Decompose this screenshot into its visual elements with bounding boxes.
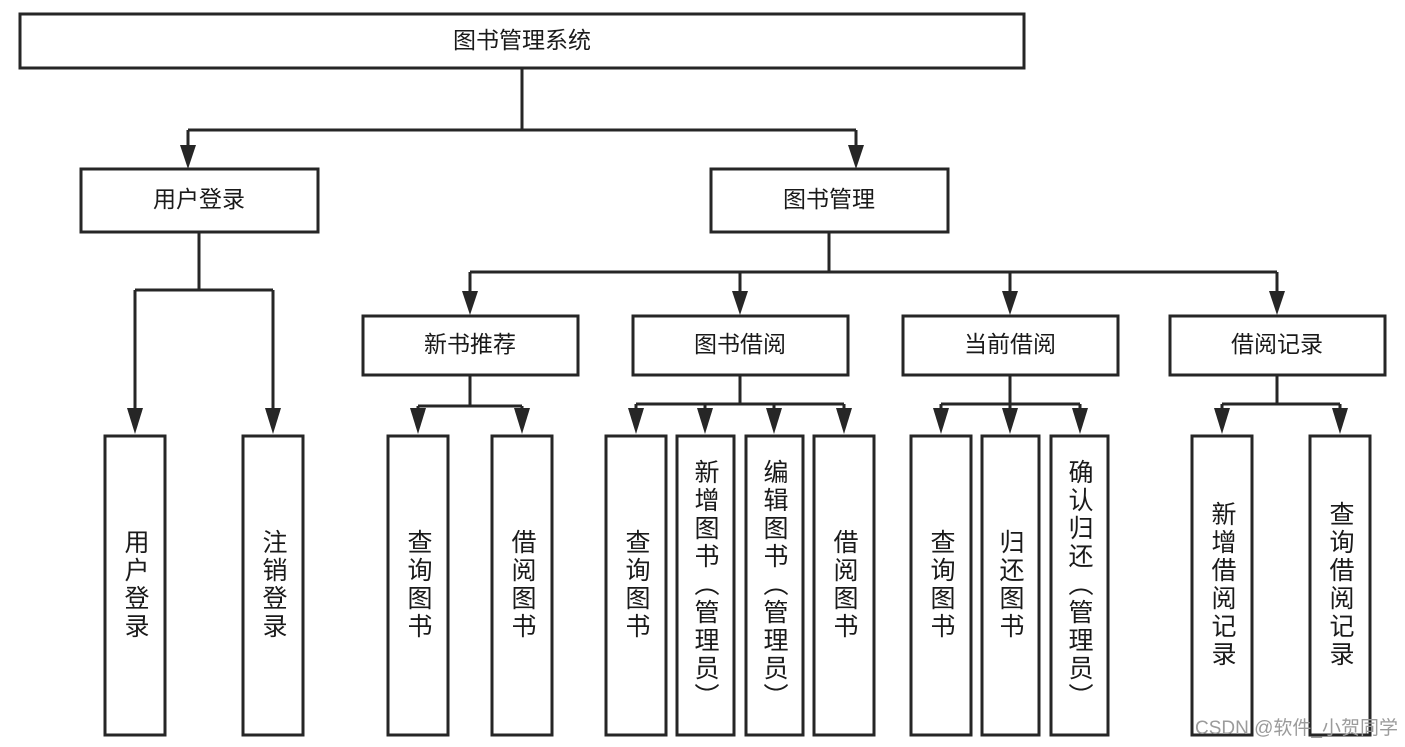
leaf-node-edit-book-admin[interactable]: 编辑图书（管理员） [744, 434, 805, 737]
connector-currentborrow-to-leaves [933, 375, 1088, 434]
node-label: 当前借阅 [964, 331, 1056, 357]
node-borrow-record[interactable]: 借阅记录 [1168, 314, 1387, 377]
node-box [909, 434, 973, 737]
node-box [744, 434, 805, 737]
node-box [631, 314, 850, 377]
node-box [812, 434, 876, 737]
arrow-head-icon [514, 408, 530, 434]
arrow-head-icon [732, 291, 748, 315]
node-box [241, 434, 305, 737]
arrow-head-icon [848, 145, 864, 169]
node-label: 查询图书 [622, 529, 651, 641]
arrow-head-icon [1214, 408, 1230, 434]
node-new-book-recommend[interactable]: 新书推荐 [361, 314, 580, 377]
node-box [604, 434, 668, 737]
arrow-head-icon [1269, 291, 1285, 315]
arrow-head-icon [1002, 408, 1018, 434]
node-box [1308, 434, 1372, 737]
connector-bookborrow-to-leaves [628, 375, 852, 434]
leaf-node-newbook-borrow-book[interactable]: 借阅图书 [490, 434, 554, 737]
watermark: CSDN @软件_小贺同学 [1195, 717, 1398, 739]
node-box [980, 434, 1041, 737]
node-label: 确认归还（管理员） [1065, 459, 1094, 711]
arrow-head-icon [1072, 408, 1088, 434]
node-box [1049, 434, 1110, 737]
arrow-head-icon [766, 408, 782, 434]
node-label: 查询图书 [404, 529, 433, 641]
leaf-node-user-login-action[interactable]: 用户登录 [103, 434, 167, 737]
arrow-head-icon [462, 291, 478, 315]
arrow-head-icon [180, 145, 196, 169]
node-label: 用户登录 [153, 186, 245, 212]
node-box [18, 12, 1026, 70]
node-box [709, 167, 950, 234]
node-box [675, 434, 736, 737]
node-label: 注销登录 [259, 529, 288, 641]
node-current-borrow[interactable]: 当前借阅 [901, 314, 1120, 377]
connector-bookmgmt-to-level3 [462, 232, 1285, 315]
arrow-head-icon [127, 408, 143, 434]
node-label: 借阅记录 [1231, 331, 1323, 357]
node-label: 图书管理系统 [453, 27, 591, 53]
node-label: 借阅图书 [508, 529, 537, 641]
node-label: 新增借阅记录 [1208, 501, 1237, 669]
node-label: 新增图书（管理员） [691, 459, 720, 711]
node-box [386, 434, 450, 737]
node-label: 借阅图书 [830, 529, 859, 641]
arrow-head-icon [1332, 408, 1348, 434]
leaf-node-borrow-query-book[interactable]: 查询图书 [604, 434, 668, 737]
leaf-node-add-borrow-record[interactable]: 新增借阅记录 [1190, 434, 1254, 737]
connector-userlogin-to-leaves [127, 232, 281, 434]
node-box [1168, 314, 1387, 377]
leaf-node-add-book-admin[interactable]: 新增图书（管理员） [675, 434, 736, 737]
node-label: 查询借阅记录 [1326, 501, 1355, 669]
node-box [490, 434, 554, 737]
node-label: 新书推荐 [424, 331, 516, 357]
arrow-head-icon [410, 408, 426, 434]
node-box [361, 314, 580, 377]
arrow-head-icon [265, 408, 281, 434]
node-box [901, 314, 1120, 377]
connector-root-to-level2 [180, 68, 864, 169]
node-box [103, 434, 167, 737]
arrow-head-icon [1002, 291, 1018, 315]
leaf-node-confirm-return-admin[interactable]: 确认归还（管理员） [1049, 434, 1110, 737]
arrow-head-icon [697, 408, 713, 434]
connector-borrowrecord-to-leaves [1214, 375, 1348, 434]
leaf-node-current-query-book[interactable]: 查询图书 [909, 434, 973, 737]
node-label: 编辑图书（管理员） [760, 459, 789, 711]
node-label: 查询图书 [927, 529, 956, 641]
node-user-login[interactable]: 用户登录 [79, 167, 320, 234]
node-book-borrow[interactable]: 图书借阅 [631, 314, 850, 377]
node-label: 用户登录 [121, 529, 150, 641]
leaf-node-logout[interactable]: 注销登录 [241, 434, 305, 737]
node-root-book-management-system[interactable]: 图书管理系统 [18, 12, 1026, 70]
leaf-node-newbook-query-book[interactable]: 查询图书 [386, 434, 450, 737]
node-book-management[interactable]: 图书管理 [709, 167, 950, 234]
node-label: 图书管理 [783, 186, 875, 212]
leaf-node-query-borrow-record[interactable]: 查询借阅记录 [1308, 434, 1372, 737]
leaf-node-return-book[interactable]: 归还图书 [980, 434, 1041, 737]
connector-newbook-to-leaves [410, 375, 530, 434]
leaf-node-borrow-book[interactable]: 借阅图书 [812, 434, 876, 737]
arrow-head-icon [933, 408, 949, 434]
node-box [1190, 434, 1254, 737]
arrow-head-icon [628, 408, 644, 434]
node-box [79, 167, 320, 234]
node-label: 图书借阅 [694, 331, 786, 357]
arrow-head-icon [836, 408, 852, 434]
node-label: 归还图书 [996, 529, 1025, 641]
